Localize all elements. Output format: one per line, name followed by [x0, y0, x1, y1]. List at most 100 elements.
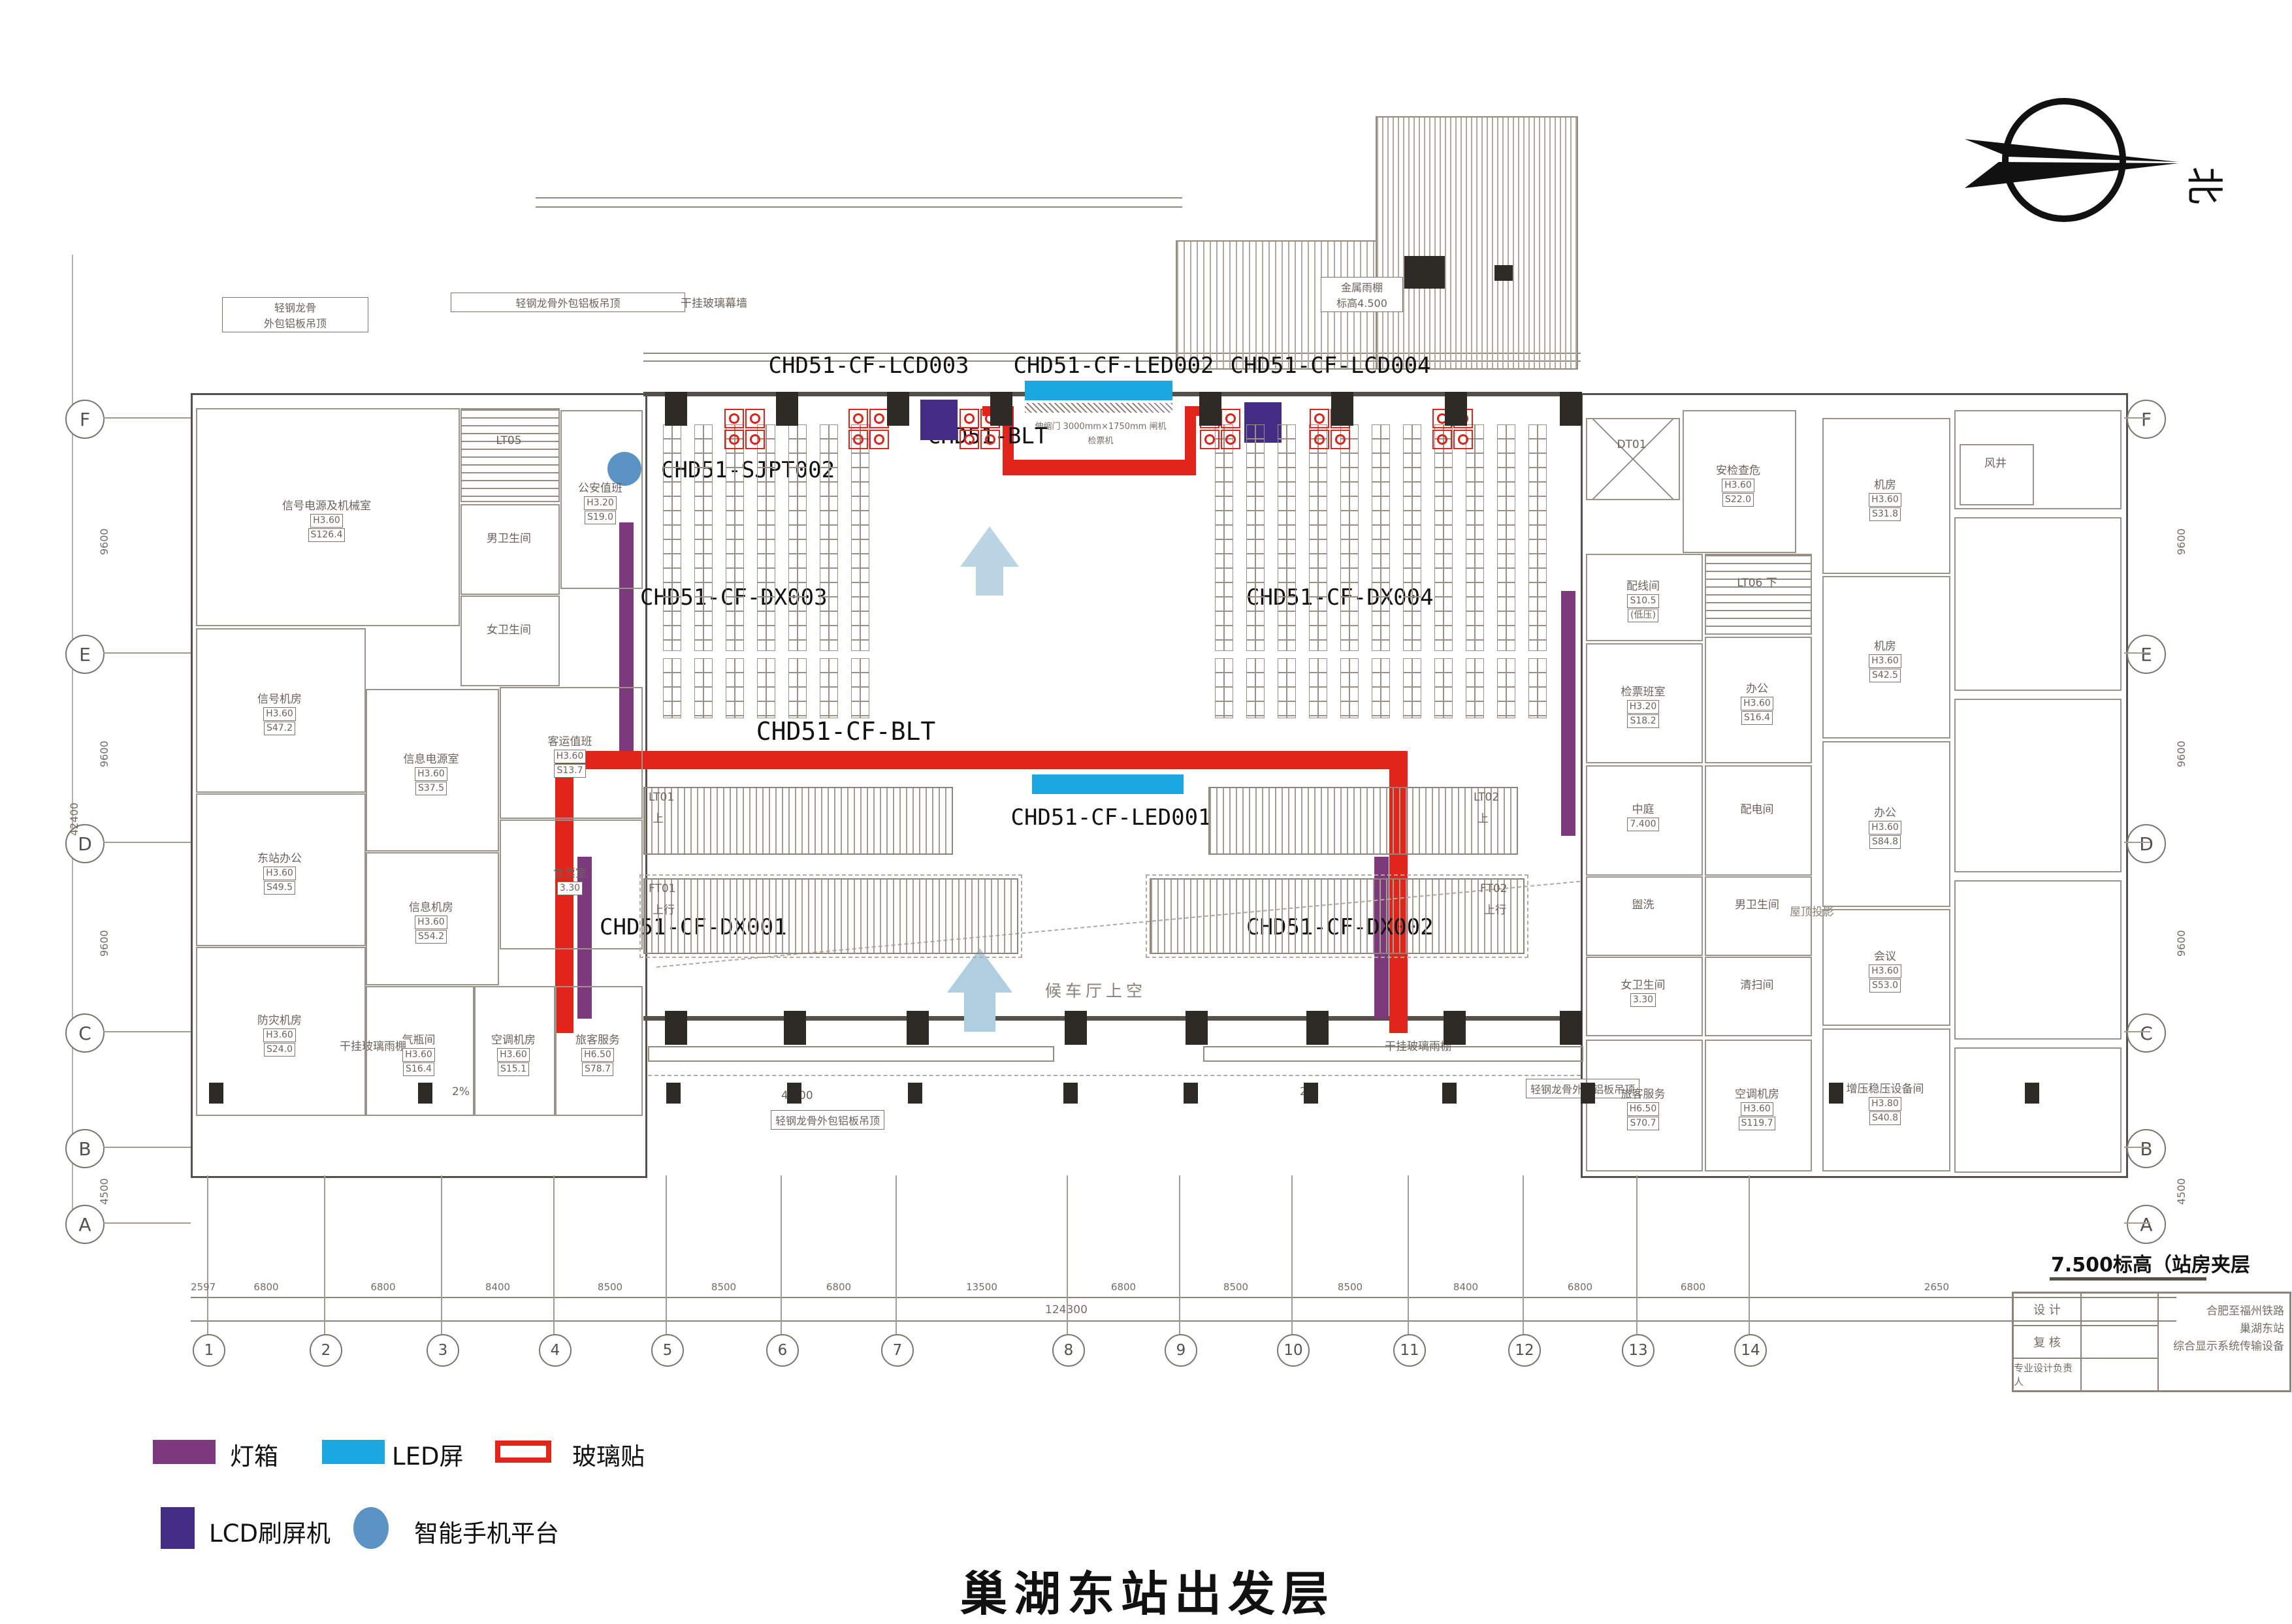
security-marker-cell	[960, 430, 979, 449]
dim-left: 9600	[98, 740, 110, 767]
top-canopy-line	[643, 353, 1581, 362]
roof-block-2	[1494, 265, 1513, 281]
bottom-canopy-right	[1203, 1046, 1583, 1062]
grid-number: 11	[1393, 1334, 1426, 1367]
lightbox-dx003	[619, 522, 634, 767]
dim-left: 4500	[98, 1178, 110, 1205]
security-marker-cell	[1221, 409, 1240, 428]
room-label: 女卫生间	[487, 623, 531, 637]
room-value: S22.0	[1722, 492, 1754, 507]
security-marker	[848, 409, 889, 449]
room-left-13	[474, 986, 555, 1116]
room-label: 信息电源室	[403, 752, 459, 766]
grid-number: 5	[651, 1334, 684, 1367]
security-marker-cell	[980, 430, 1000, 449]
tb-project-line1: 合肥至福州铁路	[2206, 1305, 2284, 1318]
bench-column	[757, 658, 775, 718]
dim-right: 9600	[2175, 528, 2187, 555]
room-value: H3.60	[310, 514, 343, 528]
room-label: LT05	[496, 434, 522, 447]
bench-column	[1340, 658, 1359, 718]
bench-column	[694, 658, 713, 718]
canopy-label-box-b: 轻钢龙骨外包铝板吊顶	[451, 293, 685, 312]
grid-number-leader	[666, 1175, 667, 1334]
bench-column	[1372, 658, 1390, 718]
grid-number: 1	[193, 1334, 225, 1367]
room-label: 女卫生间	[1621, 979, 1666, 992]
legend-lightbox-swatch	[153, 1440, 216, 1464]
grid-number-leader	[1749, 1175, 1750, 1334]
grid-number-leader	[781, 1175, 782, 1334]
room-left-12	[366, 986, 474, 1116]
bench-column	[1466, 658, 1484, 718]
column-top	[776, 392, 798, 426]
grid-letter-right: B	[2127, 1129, 2166, 1168]
grid-number: 10	[1277, 1334, 1310, 1367]
lightbox-dx001	[577, 857, 592, 1019]
room-value: H3.80	[1869, 1096, 1901, 1111]
column-bottom	[1444, 1011, 1466, 1045]
elevation-underline	[2050, 1277, 2206, 1281]
roof-block-1	[1404, 256, 1445, 289]
bottom-canopy-left	[648, 1046, 1054, 1062]
led-screen-001	[1032, 774, 1184, 794]
bench-column	[1372, 424, 1390, 651]
dim-right: 9600	[2175, 740, 2187, 767]
grid-leader-right	[2124, 1222, 2150, 1224]
room-values: S10.5(低压)	[1586, 594, 1700, 623]
grid-leader-left	[103, 1222, 191, 1224]
grid-number: 14	[1734, 1334, 1767, 1367]
bench-column	[726, 658, 744, 718]
room-label: 中庭	[1632, 803, 1654, 816]
room-label: 旅客服务	[575, 1033, 620, 1047]
dim-value: 8500	[1223, 1281, 1249, 1293]
room-value: H3.60	[415, 767, 447, 781]
bench-column	[1246, 658, 1265, 718]
tb-row2-value	[2081, 1326, 2158, 1358]
glass-canopy-note-right: 干挂玻璃雨棚	[1385, 1040, 1451, 1053]
bench-column	[851, 424, 869, 651]
room-value: 7.400	[1627, 817, 1659, 831]
room-label: 空调机房	[1735, 1088, 1779, 1101]
room-right-19	[1960, 444, 2034, 505]
room-left-11	[196, 947, 366, 1116]
room-value: S18.2	[1627, 714, 1659, 728]
grid-number: 8	[1052, 1334, 1085, 1367]
label-cf-blt: CHD51-CF-BLT	[756, 717, 936, 746]
label-dx004: CHD51-CF-DX004	[1246, 584, 1434, 611]
column-top	[887, 392, 909, 426]
room-value: S31.8	[1869, 507, 1901, 521]
grid-number: 9	[1165, 1334, 1197, 1367]
column-top	[1445, 392, 1467, 426]
escalator-1	[643, 878, 1018, 954]
column-canopy	[787, 1083, 801, 1104]
bench-column	[1497, 658, 1515, 718]
grid-number-leader	[1408, 1175, 1409, 1334]
legend-phone-label: 智能手机平台	[414, 1520, 559, 1548]
bench-column	[1309, 658, 1327, 718]
dim-value: 2597	[191, 1281, 216, 1293]
room-label: 客运值班	[547, 735, 592, 748]
column-bottom	[1560, 1011, 1582, 1045]
grid-letter-left: C	[65, 1013, 105, 1053]
room-label: 机房	[1874, 639, 1896, 653]
grid-number: 4	[539, 1334, 572, 1367]
grid-leader-left	[103, 652, 191, 654]
room-value: S54.2	[415, 930, 447, 944]
room-right-5	[1586, 643, 1703, 763]
room-right-14	[1705, 957, 1812, 1036]
room-left-8	[196, 793, 366, 946]
dim-value: 6800	[253, 1281, 279, 1293]
column-bottom	[1065, 1011, 1087, 1045]
escalator-direction: 上行	[653, 904, 675, 917]
room-label: 信号机房	[257, 693, 302, 706]
column-canopy	[418, 1083, 432, 1104]
hall-void-label: 候车厅上空	[1045, 981, 1147, 1000]
